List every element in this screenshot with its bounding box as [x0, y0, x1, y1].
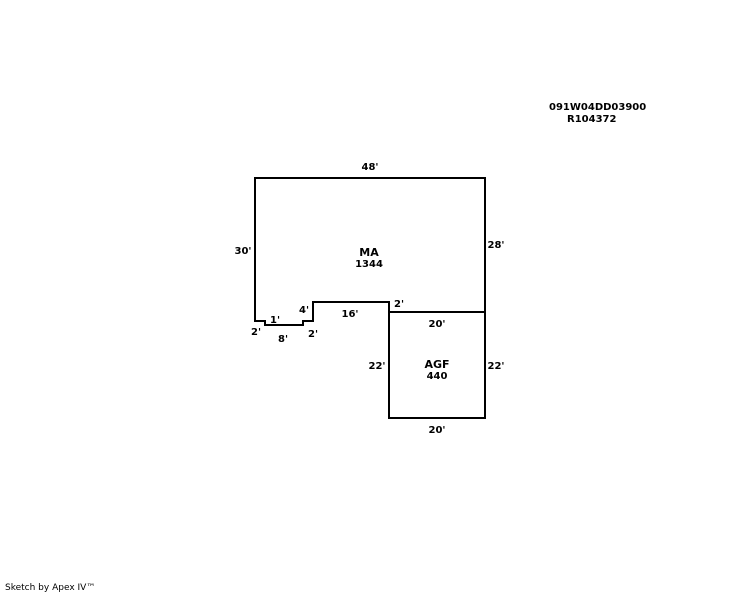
- ma-size: 1344: [355, 259, 383, 270]
- account-number: R104372: [567, 114, 617, 125]
- dim-ma-2: 2': [394, 299, 404, 310]
- dim-step-1: 1': [270, 315, 280, 326]
- dim-agf-top: 20': [429, 319, 446, 330]
- dim-step-8: 8': [278, 334, 288, 345]
- agf-label: AGF: [424, 358, 449, 371]
- parcel-number: 091W04DD03900: [549, 102, 647, 113]
- dim-step-2-right: 2': [308, 329, 318, 340]
- dim-ma-top: 48': [362, 162, 379, 173]
- dim-agf-left: 22': [369, 361, 386, 372]
- dim-ma-16: 16': [342, 309, 359, 320]
- dim-ma-left: 30': [235, 246, 252, 257]
- agf-outline: [388, 312, 486, 419]
- dim-agf-bottom: 20': [429, 425, 446, 436]
- dim-ma-right: 28': [488, 240, 505, 251]
- dim-step-2-left: 2': [251, 327, 261, 338]
- agf-size: 440: [427, 371, 448, 382]
- software-credit: Sketch by Apex IV™: [5, 583, 96, 593]
- ma-label: MA: [359, 246, 379, 259]
- dim-agf-right: 22': [488, 361, 505, 372]
- dim-step-4: 4': [299, 305, 309, 316]
